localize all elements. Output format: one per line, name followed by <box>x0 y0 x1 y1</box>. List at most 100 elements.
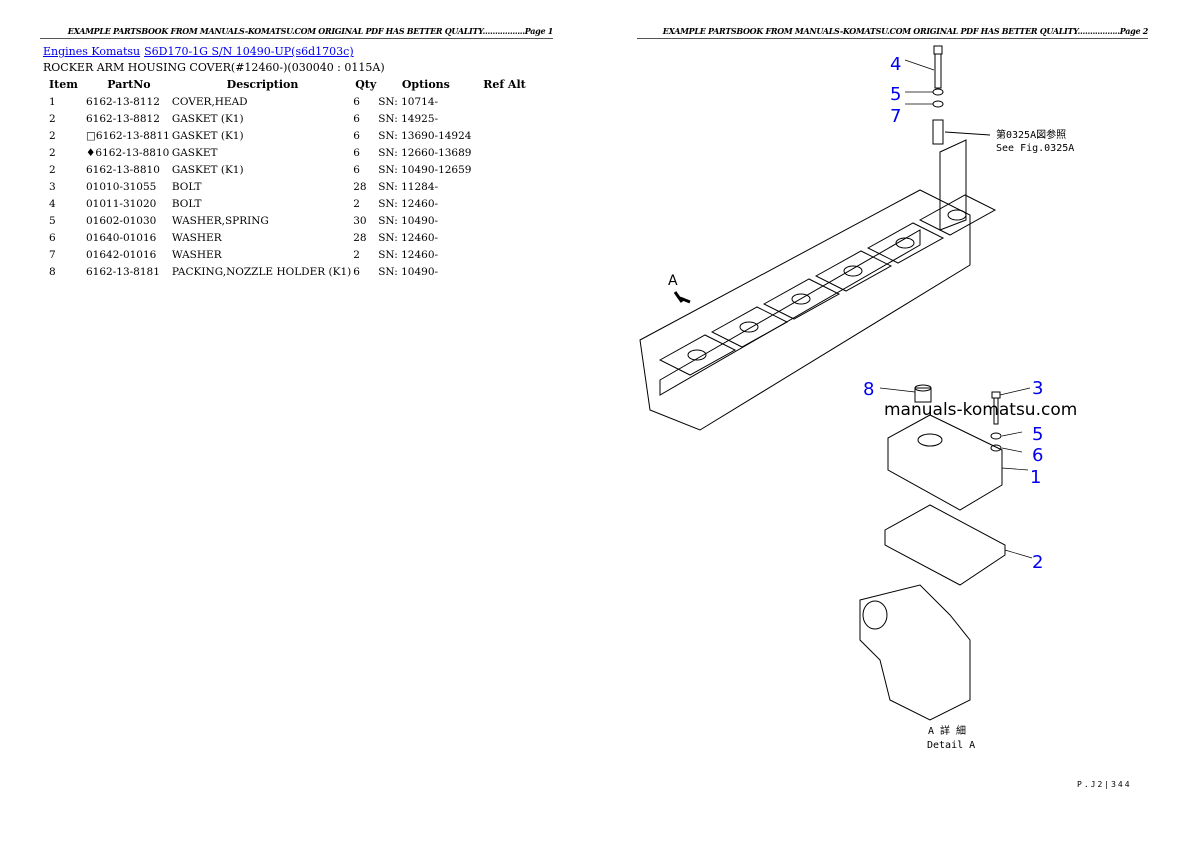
detail-en: Detail A <box>927 740 975 751</box>
see-fig-jp: 第0325A図参照 <box>996 128 1066 141</box>
callout-6: 6 <box>1032 445 1043 466</box>
cell-ref-alt <box>473 144 535 161</box>
cell-partno: 01011-31020 <box>86 197 157 210</box>
cell-ref-alt <box>473 263 535 280</box>
cell-description: GASKET (K1) <box>171 129 244 142</box>
bolt-part-4 <box>933 45 943 89</box>
nozzle-holder-boss <box>947 209 967 221</box>
cell-qty: 6 <box>353 95 360 108</box>
callout-5: 5 <box>890 84 901 105</box>
cell-qty: 2 <box>353 197 360 210</box>
cylinder-cover <box>866 222 945 264</box>
cell-options: SN: 11284- <box>378 180 439 193</box>
cell-partno: ♦6162-13-8810 <box>86 146 170 159</box>
cell-item: 3 <box>49 180 56 193</box>
cell-description: GASKET (K1) <box>171 163 244 176</box>
cell-qty: 6 <box>353 129 360 142</box>
cell-description: BOLT <box>171 197 202 210</box>
cell-partno: 6162-13-8810 <box>86 163 160 176</box>
cell-partno: 01640-01016 <box>86 231 157 244</box>
cell-qty: 30 <box>353 214 367 227</box>
col-options: Options <box>401 78 450 91</box>
washer-part-5 <box>932 88 944 96</box>
cell-item: 5 <box>49 214 56 227</box>
view-marker: A <box>668 273 678 289</box>
gasket-part-2 <box>884 504 1006 586</box>
cell-ref-alt <box>473 161 535 178</box>
cylinder-cover <box>710 306 789 348</box>
cell-qty: 6 <box>353 265 360 278</box>
cell-item: 1 <box>49 95 56 108</box>
cylinder-cover <box>814 250 893 292</box>
cell-item: 2 <box>49 163 56 176</box>
cell-options: SN: 10714- <box>378 95 439 108</box>
cell-description: WASHER <box>171 248 222 261</box>
breadcrumb-link-engines[interactable]: Engines Komatsu <box>43 45 141 58</box>
cell-partno: 6162-13-8112 <box>86 95 160 108</box>
detail-jp: A 詳 細 <box>928 724 966 737</box>
cell-options: SN: 12460- <box>378 248 439 261</box>
cell-partno: 6162-13-8181 <box>86 265 160 278</box>
table-row: 6 01640-01016 WASHER 28 SN: 12460- <box>43 229 535 246</box>
callout-7: 7 <box>890 106 901 127</box>
callout-5b: 5 <box>1032 424 1043 445</box>
cell-options: SN: 14925- <box>378 112 439 125</box>
cell-ref-alt <box>473 110 535 127</box>
cell-partno: 01602-01030 <box>86 214 157 227</box>
cell-partno: 01010-31055 <box>86 180 157 193</box>
cell-item: 2 <box>49 146 56 159</box>
cell-ref-alt <box>473 178 535 195</box>
cylinder-cover <box>918 194 997 236</box>
cover-part-1 <box>887 414 1003 511</box>
breadcrumb-link-model[interactable]: S6D170-1G S/N 10490-UP(s6d1703c) <box>144 45 354 58</box>
cell-item: 2 <box>49 112 56 125</box>
cell-ref-alt <box>473 93 535 110</box>
cell-options: SN: 13690-14924 <box>378 129 472 142</box>
callout-1: 1 <box>1030 467 1041 488</box>
cell-item: 8 <box>49 265 56 278</box>
col-qty: Qty <box>355 78 377 91</box>
callout-4: 4 <box>890 54 901 75</box>
col-ref-alt: Ref Alt <box>483 78 526 91</box>
cell-options: SN: 12460- <box>378 231 439 244</box>
washer-part-7 <box>932 100 944 108</box>
cell-options: SN: 12460- <box>378 197 439 210</box>
see-fig-en: See Fig.0325A <box>996 143 1074 154</box>
cell-item: 2 <box>49 129 56 142</box>
packing-part-8 <box>914 384 932 403</box>
cell-item: 6 <box>49 231 56 244</box>
cell-description: WASHER <box>171 231 222 244</box>
cell-partno: 6162-13-8812 <box>86 112 160 125</box>
cell-qty: 28 <box>353 180 367 193</box>
table-row: 8 6162-13-8181 PACKING,NOZZLE HOLDER (K1)6… <box>43 263 535 280</box>
cell-options: SN: 10490- <box>378 214 439 227</box>
page-code: P.J2|344 <box>1077 780 1132 789</box>
table-row: 4 01011-31020 BOLT 2 SN: 12460- <box>43 195 535 212</box>
cell-description: PACKING,NOZZLE HOLDER (K1) <box>171 265 352 278</box>
table-row: 5 01602-01030 WASHER,SPRING 30 SN: 10490- <box>43 212 535 229</box>
page-title: ROCKER ARM HOUSING COVER(#12460-)(030040… <box>43 61 385 74</box>
cell-options: SN: 12660-13689 <box>378 146 472 159</box>
cell-description: GASKET (K1) <box>171 112 244 125</box>
callout-2: 2 <box>1032 552 1043 573</box>
callout-8: 8 <box>863 379 874 400</box>
col-description: Description <box>226 78 299 91</box>
cell-item: 4 <box>49 197 56 210</box>
cell-description: WASHER,SPRING <box>171 214 269 227</box>
cell-qty: 6 <box>353 163 360 176</box>
watermark: manuals-komatsu.com <box>884 400 1078 420</box>
page-header-right: EXAMPLE PARTSBOOK FROM MANUALS-KOMATSU.C… <box>637 26 1148 39</box>
page-header-left: EXAMPLE PARTSBOOK FROM MANUALS-KOMATSU.C… <box>40 26 553 39</box>
cell-partno: □6162-13-8811 <box>86 129 170 142</box>
cell-ref-alt <box>473 212 535 229</box>
cylinder-cover <box>762 278 841 320</box>
cell-qty: 28 <box>353 231 367 244</box>
col-item: Item <box>49 78 78 91</box>
exploded-parts-diagram: 4 5 7 8 3 5 6 1 2 第0325A図参照 See Fig.0325… <box>639 45 1074 751</box>
